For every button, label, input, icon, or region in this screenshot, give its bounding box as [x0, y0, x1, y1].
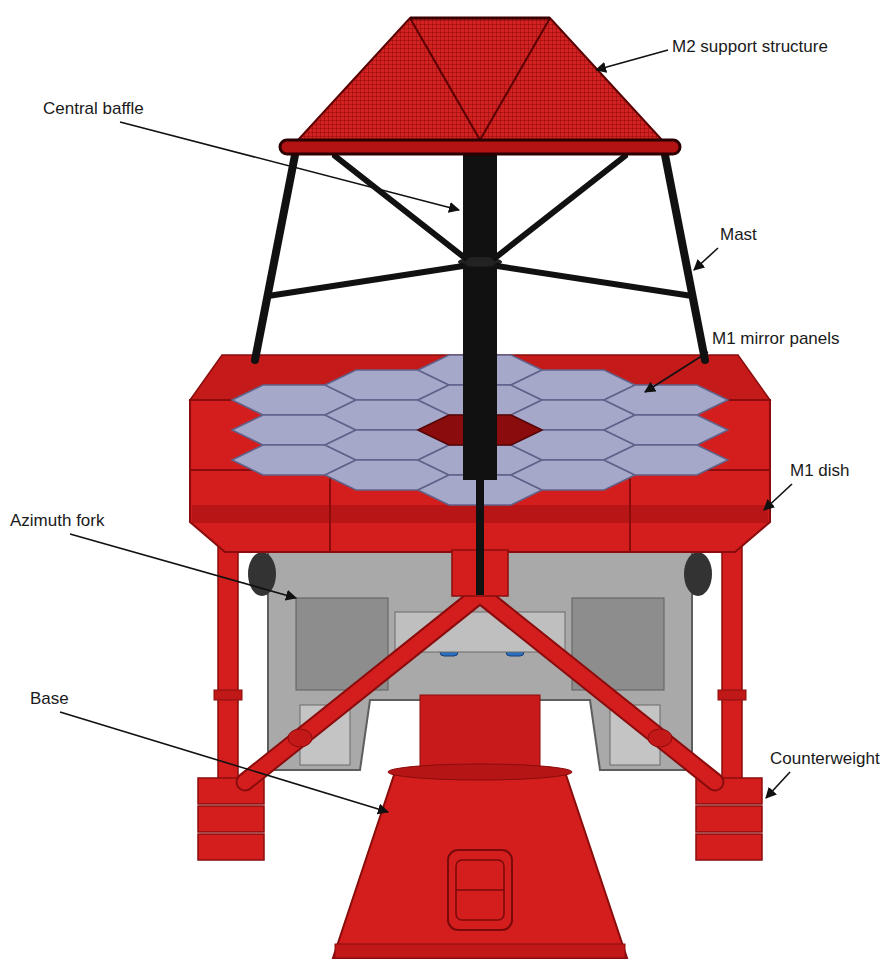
part-label: M2 support structure — [672, 36, 828, 57]
part-label: M1 dish — [790, 460, 850, 481]
m2-support-structure — [280, 18, 680, 154]
part-label: Azimuth fork — [10, 510, 104, 531]
leader-lines — [60, 50, 792, 812]
diagonal-struts — [245, 594, 715, 782]
part-label: M1 mirror panels — [712, 328, 840, 349]
masts — [255, 155, 705, 360]
central-baffle — [458, 150, 502, 595]
part-label: Counterweight — [770, 748, 880, 769]
base-cone — [333, 695, 627, 958]
part-label: Base — [30, 688, 69, 709]
part-label: Central baffle — [43, 98, 144, 119]
part-label: Mast — [720, 224, 757, 245]
